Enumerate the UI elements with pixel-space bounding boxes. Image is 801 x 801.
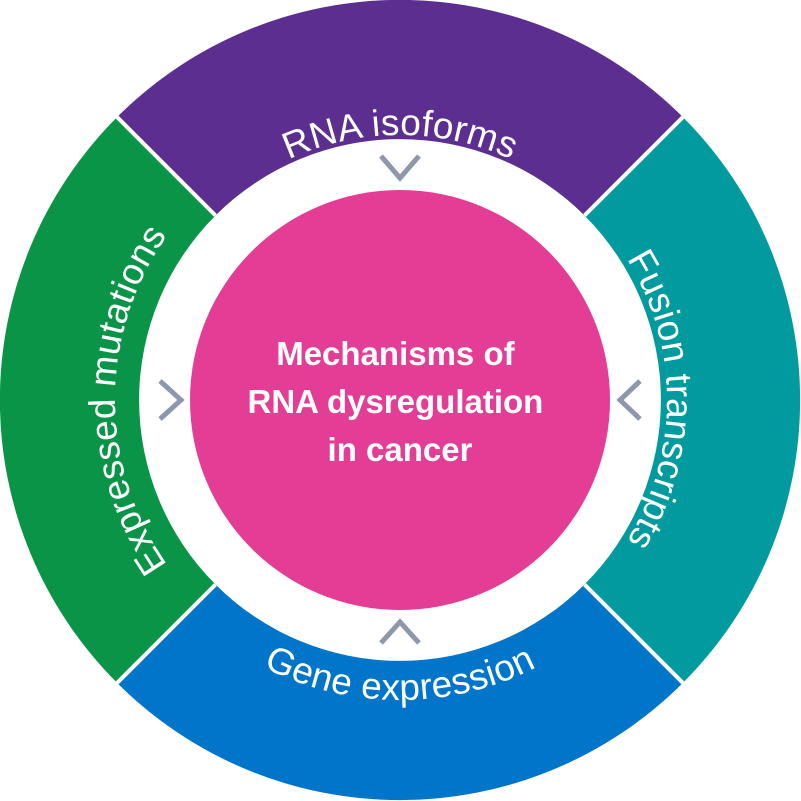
segment-expressed-mutations <box>0 117 216 683</box>
segment-dividers <box>115 115 685 685</box>
segment-rna-isoforms <box>117 0 683 216</box>
center-circle <box>190 190 610 610</box>
chevron-right-icon <box>158 379 185 421</box>
segment-fusion-transcripts <box>584 117 801 683</box>
center-title-line-2: RNA dysregulation <box>248 383 544 420</box>
chevron-down-icon <box>379 154 421 182</box>
segment-gene-expression <box>117 584 683 801</box>
center-title: Mechanisms of RNA dysregulation in cance… <box>248 335 553 468</box>
chevrons <box>158 154 642 645</box>
center-title-line-1: Mechanisms of <box>276 335 515 372</box>
chevron-up-icon <box>379 618 421 645</box>
center-title-line-3: in cancer <box>328 431 473 468</box>
chevron-left-icon <box>616 379 642 421</box>
